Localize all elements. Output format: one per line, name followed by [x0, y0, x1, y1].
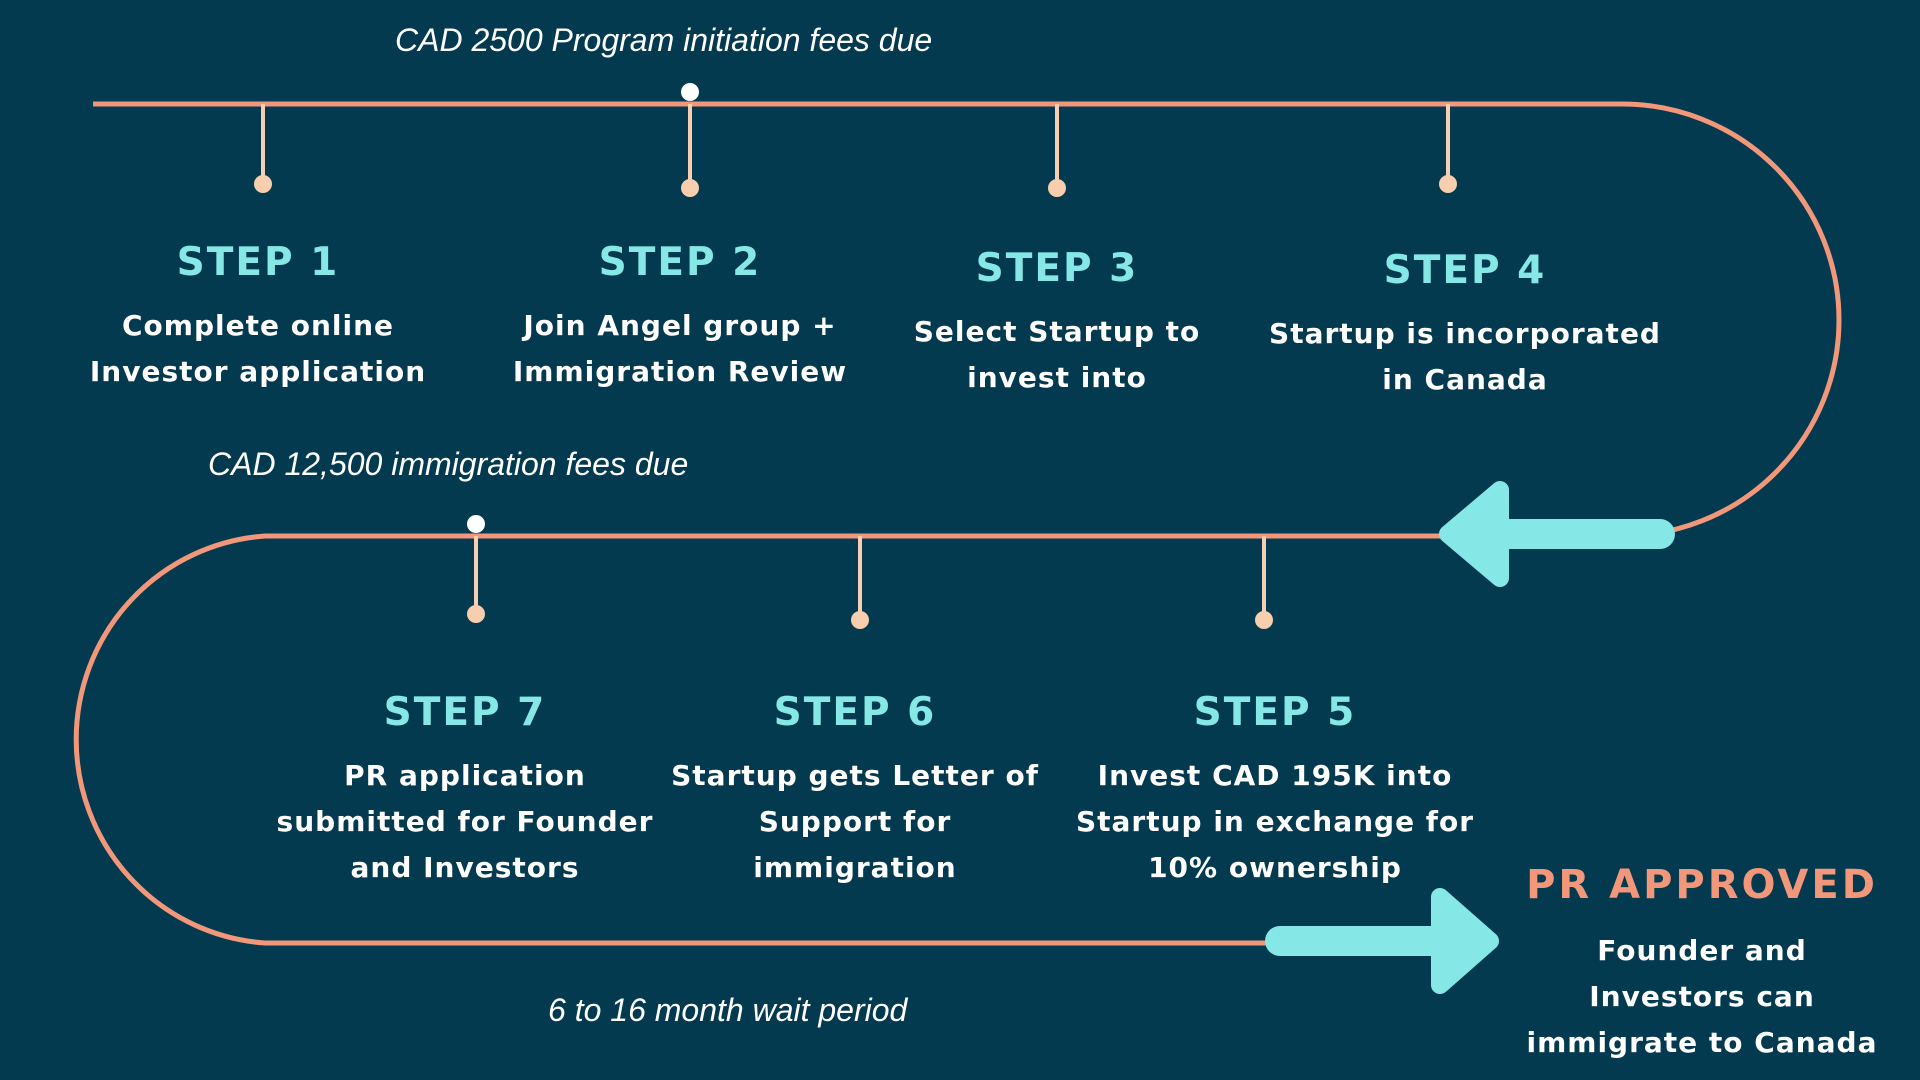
step-line: Invest CAD 195K into — [1097, 759, 1453, 792]
step-line: immigrate to Canada — [1526, 1026, 1878, 1059]
step-title: STEP 2 — [598, 240, 762, 285]
step-line: and Investors — [350, 851, 580, 884]
note-immigration-fees: CAD 12,500 immigration fees due — [208, 446, 689, 482]
pin-step-6 — [851, 536, 869, 629]
pin-step-3 — [1048, 104, 1066, 197]
step-1: STEP 1 Complete online Investor applicat… — [90, 240, 426, 395]
step-line: immigration — [753, 851, 957, 884]
step-6: STEP 6 Startup gets Letter of Support fo… — [671, 690, 1039, 891]
arrow-right-icon — [1265, 888, 1499, 994]
pr-approved: PR APPROVED Founder and Investors can im… — [1526, 862, 1878, 1066]
step-line: submitted for Founder — [276, 805, 654, 838]
step-line: Investors can — [1589, 980, 1815, 1013]
step-line: Startup in exchange for — [1075, 805, 1475, 838]
note-wait-period: 6 to 16 month wait period — [548, 992, 908, 1028]
step-title: STEP 3 — [975, 246, 1139, 291]
step-line: Complete online — [121, 309, 395, 342]
step-description: Startup is incorporated in Canada — [1269, 311, 1661, 403]
step-line: Investor application — [89, 355, 427, 388]
step-2: STEP 2 Join Angel group + Immigration Re… — [513, 240, 847, 395]
pr-approved-title: PR APPROVED — [1526, 862, 1878, 908]
step-title: STEP 5 — [1193, 690, 1357, 735]
step-line: Support for — [758, 805, 952, 838]
step-5: STEP 5 Invest CAD 195K into Startup in e… — [1076, 690, 1474, 891]
step-line: Startup is incorporated — [1269, 317, 1661, 350]
pin-step-7 — [467, 515, 485, 623]
step-description: Join Angel group + Immigration Review — [513, 303, 847, 395]
pr-approved-description: Founder and Investors can immigrate to C… — [1526, 928, 1878, 1066]
step-line: in Canada — [1382, 363, 1548, 396]
pin-step-1 — [254, 104, 272, 193]
timeline-path-upper — [93, 101, 1842, 539]
step-line: PR application — [344, 759, 586, 792]
step-line: Founder and — [1597, 934, 1807, 967]
step-description: Startup gets Letter of Support for immig… — [671, 753, 1039, 891]
arrow-left-icon — [1439, 481, 1675, 587]
step-3: STEP 3 Select Startup to invest into — [914, 246, 1200, 401]
pin-step-5 — [1255, 536, 1273, 629]
note-program-fees: CAD 2500 Program initiation fees due — [395, 22, 933, 58]
step-title: STEP 6 — [773, 690, 937, 735]
step-title: STEP 7 — [383, 690, 547, 735]
pin-step-2 — [681, 83, 699, 197]
step-title: STEP 4 — [1383, 248, 1547, 293]
step-description: Complete online Investor application — [90, 303, 426, 395]
step-title: STEP 1 — [176, 240, 340, 285]
step-line: Select Startup to — [913, 315, 1201, 348]
step-line: Startup gets Letter of — [671, 759, 1039, 792]
pin-step-4 — [1439, 104, 1457, 193]
step-7: STEP 7 PR application submitted for Foun… — [277, 690, 654, 891]
step-line: 10% ownership — [1148, 851, 1402, 884]
step-description: PR application submitted for Founder and… — [277, 753, 654, 891]
step-line: Join Angel group + — [523, 309, 837, 342]
timeline-path-lower — [73, 533, 1460, 946]
step-4: STEP 4 Startup is incorporated in Canada — [1269, 248, 1661, 403]
step-description: Select Startup to invest into — [914, 309, 1200, 401]
step-line: Immigration Review — [512, 355, 848, 388]
step-description: Invest CAD 195K into Startup in exchange… — [1076, 753, 1474, 891]
step-line: invest into — [967, 361, 1147, 394]
